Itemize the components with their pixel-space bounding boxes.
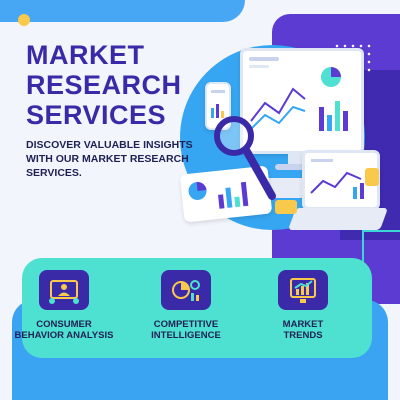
monitor-chart-graphic [249, 57, 348, 131]
title-line: RESEARCH [26, 70, 182, 100]
competitive-intelligence-icon [161, 270, 211, 310]
subtitle: DISCOVER VALUABLE INSIGHTS WITH OUR MARK… [26, 139, 193, 179]
feature-label: MARKET TRENDS [282, 319, 324, 341]
top-blue-shape [0, 0, 245, 22]
title-line: SERVICES [26, 100, 167, 130]
market-trends-icon [278, 270, 328, 310]
consumer-analysis-icon [39, 270, 89, 310]
feature-consumer-behavior: CONSUMER BEHAVIOR ANALYSIS [4, 270, 124, 341]
title-line: MARKET [26, 40, 145, 70]
market-research-illustration [170, 30, 400, 255]
tablet-illustration [179, 165, 273, 223]
yellow-note-decoration [275, 200, 297, 214]
feature-label: COMPETITIVE INTELLIGENCE [151, 319, 221, 341]
feature-market-trends: MARKET TRENDS [243, 270, 363, 341]
laptop-base [287, 208, 389, 230]
feature-label: CONSUMER BEHAVIOR ANALYSIS [14, 319, 114, 341]
magnifying-glass-icon [214, 116, 276, 200]
yellow-note-decoration [365, 168, 379, 186]
yellow-dot-decoration [18, 14, 30, 26]
page-title: MARKET RESEARCH SERVICES [26, 40, 226, 130]
feature-competitive-intelligence: COMPETITIVE INTELLIGENCE [126, 270, 246, 341]
monitor-base [275, 164, 325, 170]
